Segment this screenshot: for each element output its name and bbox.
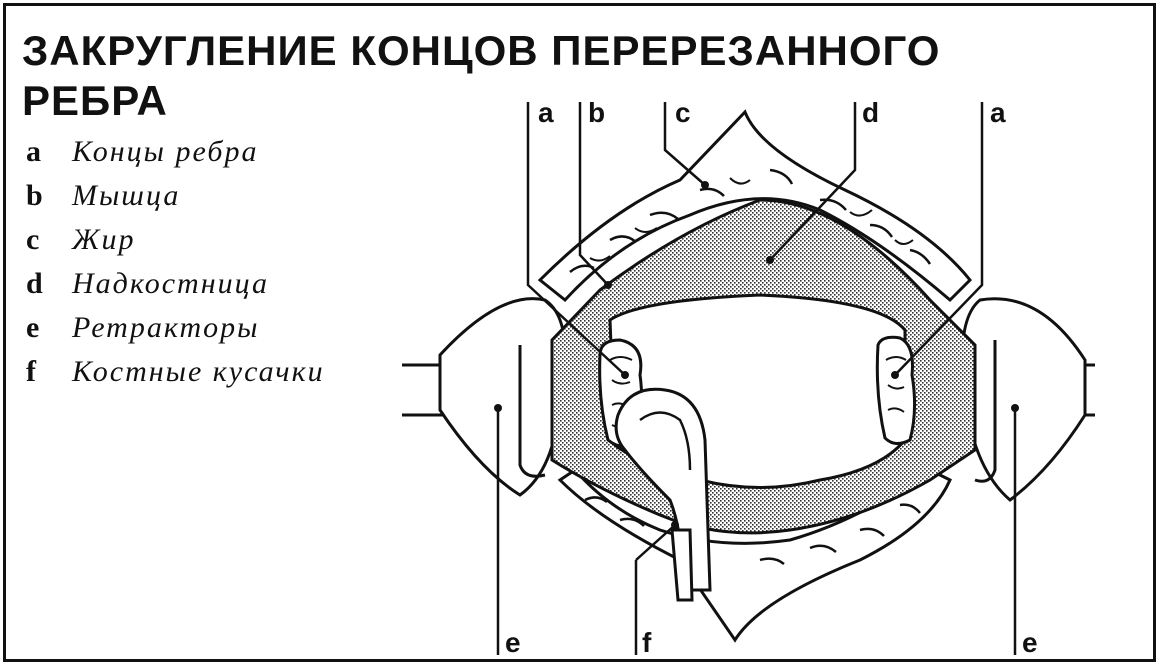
callout-label-c: c bbox=[675, 97, 691, 128]
legend-key-d: d bbox=[26, 267, 43, 300]
callout-leaders bbox=[496, 102, 1017, 655]
callout-dots bbox=[494, 181, 1019, 529]
callout-label-f: f bbox=[642, 627, 652, 658]
legend-text-f: Костные кусачки bbox=[72, 355, 325, 388]
bone-rongeur bbox=[614, 387, 712, 602]
legend-item-b: b Мышца bbox=[26, 179, 372, 223]
legend-text-b: Мышца bbox=[72, 179, 181, 212]
right-retractor bbox=[960, 297, 1095, 502]
upper-tissue-layers bbox=[537, 109, 973, 303]
callout-label-a-right: a bbox=[990, 97, 1006, 128]
legend-text-e: Ретракторы bbox=[72, 311, 260, 344]
legend-key-a: a bbox=[26, 135, 41, 168]
legend-item-e: e Ретракторы bbox=[26, 311, 372, 355]
legend-key-c: c bbox=[26, 223, 40, 256]
legend-item-c: c Жир bbox=[26, 223, 372, 267]
legend: a Концы ребра b Мышца c Жир d Надкостниц… bbox=[26, 135, 372, 435]
rib-end-right bbox=[875, 335, 917, 445]
callout-label-b: b bbox=[588, 97, 605, 128]
legend-key-e: e bbox=[26, 311, 40, 344]
callout-label-e-right: e bbox=[1022, 627, 1038, 658]
callout-label-e-left: e bbox=[505, 627, 521, 658]
callout-label-d: d bbox=[862, 97, 879, 128]
legend-item-a: a Концы ребра bbox=[26, 135, 372, 179]
legend-text-d: Надкостница bbox=[72, 267, 269, 300]
legend-text-a: Концы ребра bbox=[72, 135, 259, 168]
figure-title: ЗАКРУГЛЕНИЕ КОНЦОВ ПЕРЕРЕЗАННОГО РЕБРА bbox=[22, 26, 940, 126]
legend-text-c: Жир bbox=[72, 223, 136, 256]
legend-key-b: b bbox=[26, 179, 43, 212]
legend-item-f: f Костные кусачки bbox=[26, 355, 372, 435]
legend-item-d: d Надкостница bbox=[26, 267, 372, 311]
left-retractor bbox=[402, 297, 567, 497]
figure-title-line-2: РЕБРА bbox=[22, 77, 168, 124]
legend-key-f: f bbox=[26, 355, 36, 388]
figure-title-line-1: ЗАКРУГЛЕНИЕ КОНЦОВ ПЕРЕРЕЗАННОГО bbox=[22, 27, 941, 74]
callout-label-a-left: a bbox=[538, 97, 554, 128]
